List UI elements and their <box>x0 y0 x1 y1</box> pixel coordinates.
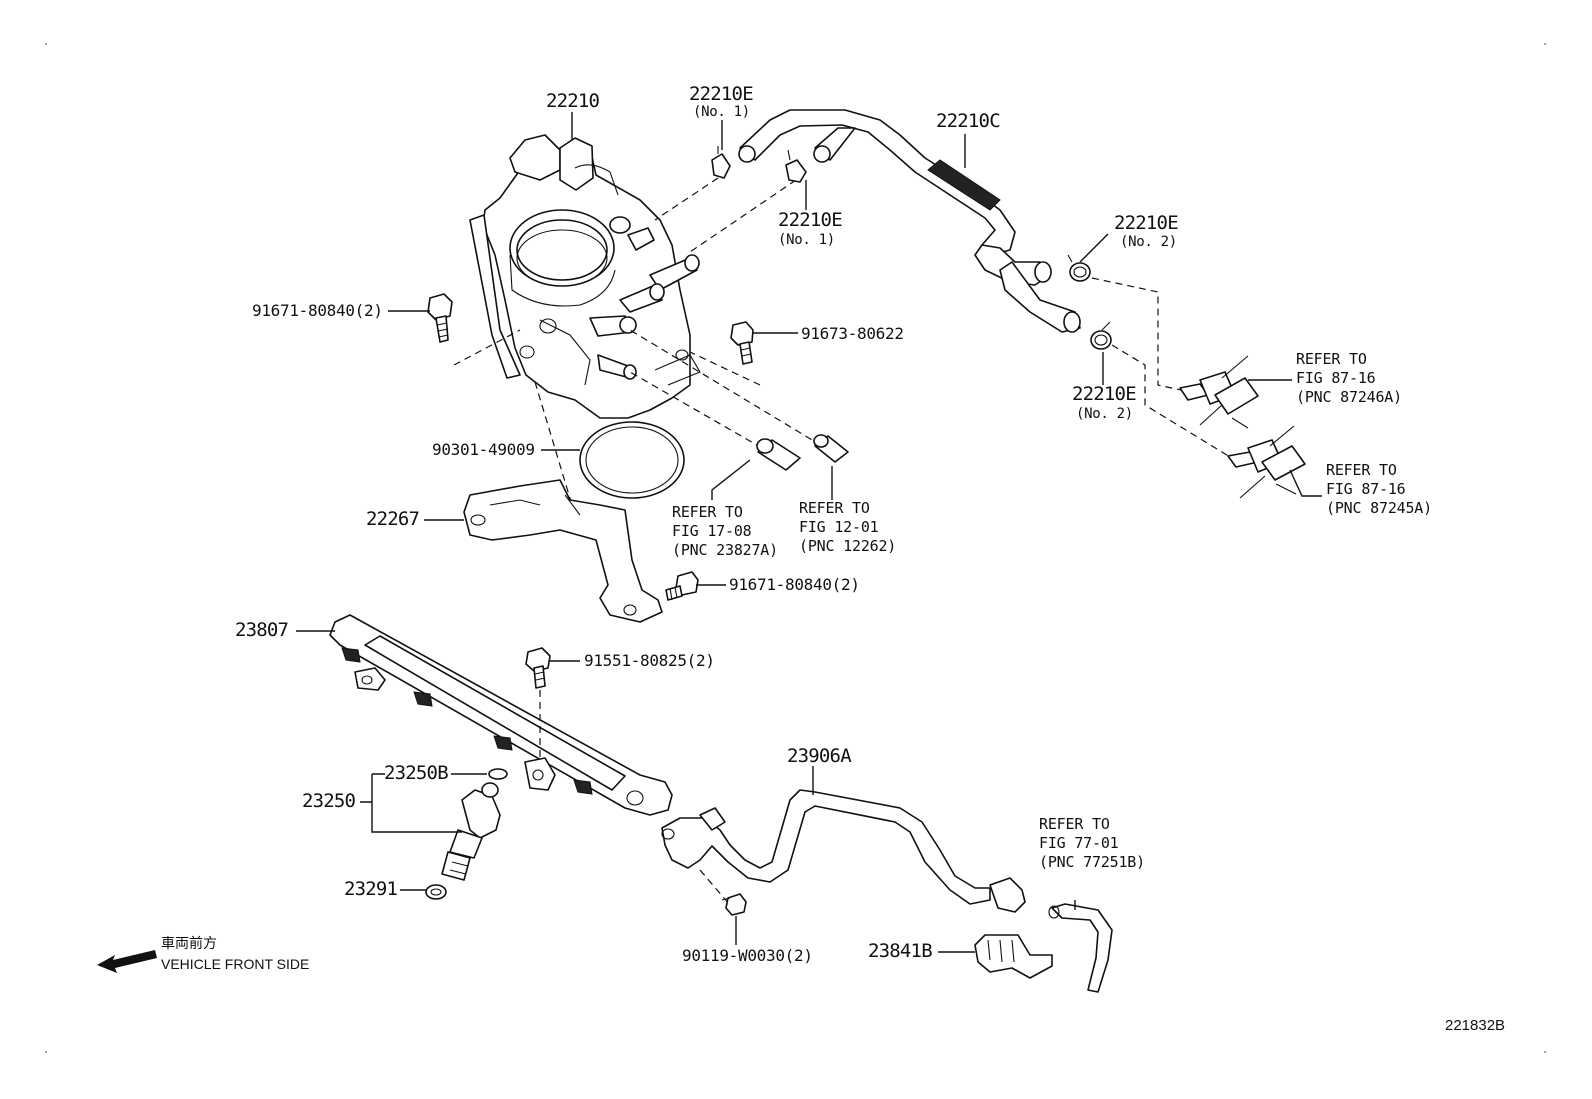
label-23250: 23250 <box>302 790 356 812</box>
clamp-22210E-no2-b[interactable] <box>1090 321 1112 350</box>
label-22210E-no2-a: 22210E <box>1114 212 1179 234</box>
label-22210E-no2-b: 22210E <box>1072 383 1137 405</box>
bolt-91551[interactable] <box>525 647 551 762</box>
label-22210E-no2-b-sub: (No. 2) <box>1076 406 1133 422</box>
hose-stubs <box>756 434 849 471</box>
label-22210E-no1-b-sub: (No. 1) <box>778 232 835 248</box>
label-23291: 23291 <box>344 878 398 900</box>
arrow-left-icon <box>97 950 157 973</box>
label-22210E-no1-a-sub: (No. 1) <box>693 104 750 120</box>
clip-23841B[interactable] <box>974 934 1053 979</box>
o-ring-23250B[interactable] <box>488 768 508 780</box>
bracket-22267[interactable] <box>463 479 663 623</box>
fuel-rail-23807[interactable] <box>329 614 673 816</box>
label-90119: 90119-W0030(2) <box>682 946 813 965</box>
label-90301: 90301-49009 <box>432 440 535 459</box>
fuel-injector-23250[interactable] <box>441 782 501 881</box>
corner-marks <box>45 43 1546 1053</box>
bolt-90119[interactable] <box>699 869 747 916</box>
direction-japanese: 車両前方 <box>161 935 217 951</box>
diagram-id: 221832B <box>1445 1017 1506 1034</box>
fuel-hose-23906A[interactable] <box>661 789 1026 913</box>
right-hose-end-87246A <box>1179 355 1259 429</box>
label-22210E-no1-a: 22210E <box>689 83 754 105</box>
bolt-91673[interactable] <box>730 321 754 365</box>
label-23807: 23807 <box>235 619 289 641</box>
direction-english: VEHICLE FRONT SIDE <box>161 956 310 972</box>
label-22210E-no1-b: 22210E <box>778 209 843 231</box>
label-91551: 91551-80825(2) <box>584 651 715 670</box>
seal-23291[interactable] <box>425 884 447 900</box>
bolt-91671-bottom[interactable] <box>665 571 699 601</box>
label-23906A: 23906A <box>787 745 852 767</box>
label-22210: 22210 <box>546 90 600 112</box>
throttle-body-guide-lines <box>453 177 833 526</box>
bolt-91671-top[interactable] <box>427 293 453 343</box>
label-22267: 22267 <box>366 508 420 530</box>
right-guide-lines <box>1091 277 1236 461</box>
hose-stub-77251B <box>1048 903 1113 993</box>
label-22210C: 22210C <box>936 110 1001 132</box>
label-91671-top: 91671-80840(2) <box>252 301 383 320</box>
label-23250B: 23250B <box>384 762 449 784</box>
clamp-22210E-no1-a[interactable] <box>711 146 731 179</box>
clamp-22210E-no1-b[interactable] <box>785 149 807 183</box>
throttle-body-22210[interactable] <box>469 134 701 419</box>
label-91673: 91673-80622 <box>801 324 904 343</box>
leader-lines <box>296 112 1322 953</box>
label-23841B: 23841B <box>868 940 933 962</box>
gasket-90301[interactable] <box>579 421 685 499</box>
clamp-22210E-no2-a[interactable] <box>1067 254 1091 282</box>
hose-22210C[interactable] <box>738 109 1081 333</box>
label-91671-bottom: 91671-80840(2) <box>729 575 860 594</box>
right-hose-end-87245A <box>1227 425 1306 499</box>
label-22210E-no2-a-sub: (No. 2) <box>1120 234 1177 250</box>
